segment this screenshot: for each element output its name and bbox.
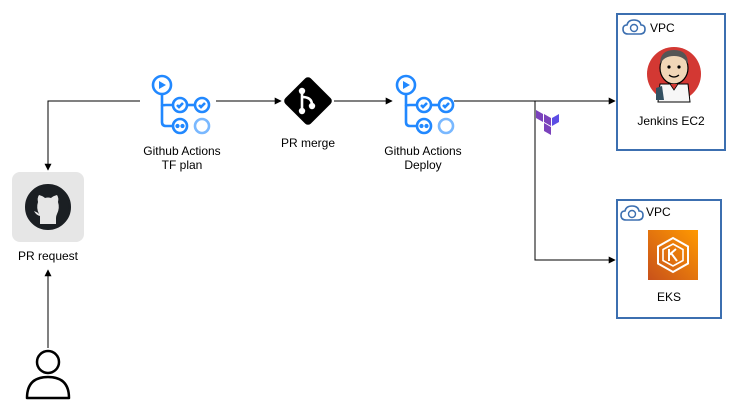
eks-label: EKS <box>656 290 681 304</box>
jenkins-label: Jenkins EC2 <box>637 114 705 128</box>
git-merge-icon <box>284 77 332 125</box>
github-actions-deploy-icon <box>395 74 455 135</box>
terraform-icon <box>536 110 559 135</box>
vpc-label-eks: VPC <box>646 205 671 219</box>
pr-merge-label: PR merge <box>280 136 336 150</box>
vpc-cloud-icon <box>622 19 646 35</box>
user-icon <box>25 349 71 400</box>
arrow-plan-to-pr-request <box>44 100 140 171</box>
arrow-deploy-to-eks <box>534 101 616 264</box>
eks-icon <box>648 230 698 280</box>
vpc-box-jenkins <box>616 13 726 151</box>
pr-request-label: PR request <box>17 249 79 263</box>
gha-plan-label-2: TF plan <box>161 158 203 172</box>
gha-deploy-label-2: Deploy <box>404 158 442 172</box>
jenkins-icon <box>647 47 701 103</box>
gha-deploy-label-1: Github Actions <box>384 144 462 158</box>
github-actions-icon <box>151 74 211 135</box>
vpc-cloud-icon-2 <box>620 205 644 221</box>
gha-plan-label-1: Github Actions <box>143 144 221 158</box>
vpc-label-jenkins: VPC <box>650 21 675 35</box>
github-icon <box>25 184 71 230</box>
github-tile <box>12 172 84 242</box>
